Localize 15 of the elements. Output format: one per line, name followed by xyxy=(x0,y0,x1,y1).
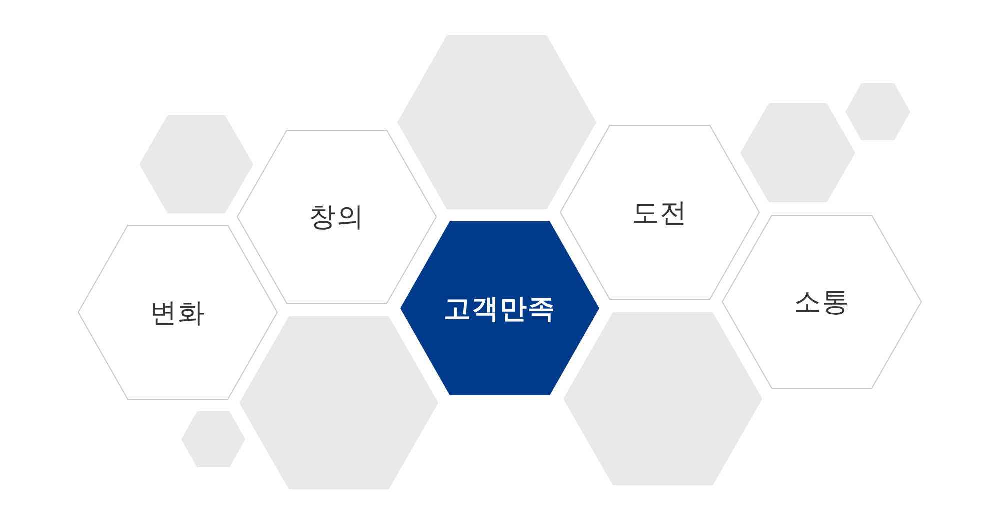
hexagon-label: 변화 xyxy=(150,296,206,330)
hexagon-label: 소통 xyxy=(794,286,850,320)
hexagon xyxy=(563,312,763,486)
hexagon-label: 도전 xyxy=(632,196,688,230)
hexagon-label: 창의 xyxy=(309,201,365,235)
hexagon xyxy=(239,316,439,490)
hexagon xyxy=(237,130,437,304)
hexagon xyxy=(560,125,760,300)
hexagon xyxy=(397,35,597,210)
hexagon xyxy=(740,103,856,203)
hexagon xyxy=(139,115,254,214)
hexagon xyxy=(78,225,278,400)
hexagon xyxy=(722,215,922,389)
hexagon xyxy=(400,221,600,396)
hexagon-label: 고객만족 xyxy=(444,292,556,326)
